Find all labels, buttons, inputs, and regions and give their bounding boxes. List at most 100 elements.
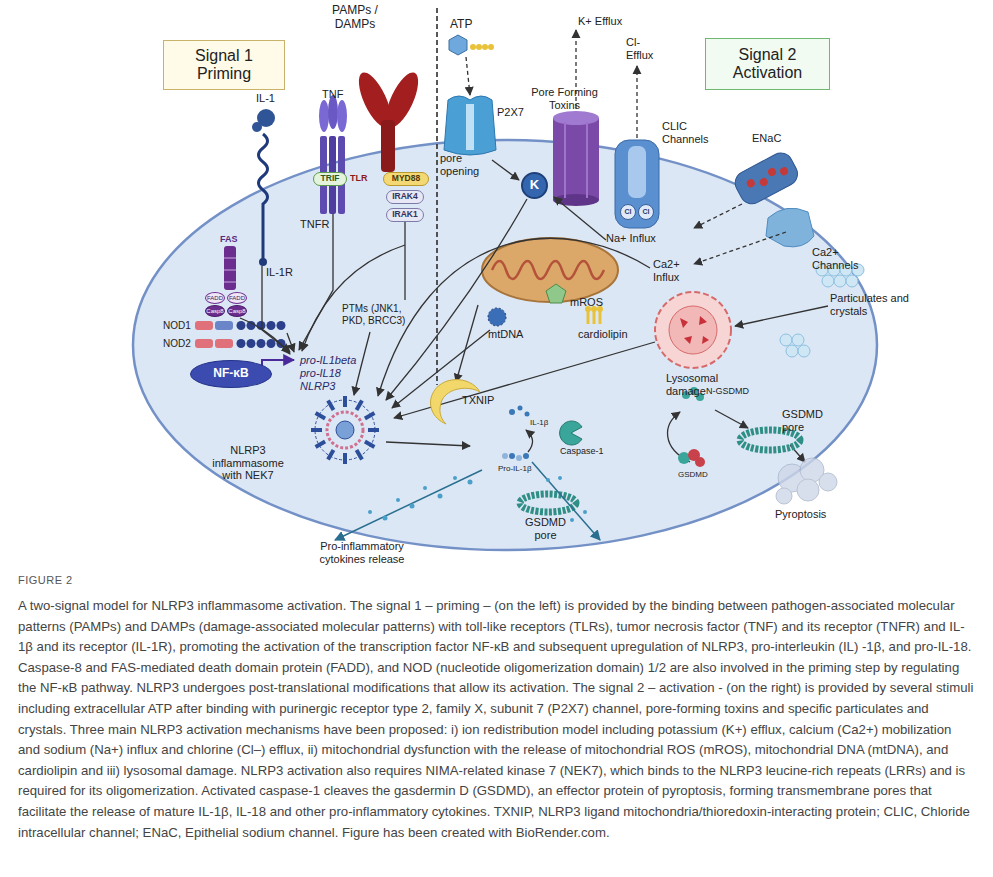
- il1b-molecules: [509, 409, 515, 415]
- fas-receptor: [224, 282, 236, 283]
- ion-flux-label: Na+ Influx: [606, 232, 656, 245]
- nod-receptors: [247, 339, 256, 348]
- pore-label: GSDMD pore: [523, 516, 568, 541]
- signal-box: Signal 1 Priming: [163, 40, 285, 90]
- ligand-label: IL-1: [256, 92, 275, 105]
- node-text: Signal 2 Activation: [718, 46, 817, 81]
- particulates-crystals: [798, 345, 810, 357]
- atp-molecule: [482, 44, 488, 50]
- node-text: Cl: [643, 208, 650, 216]
- node-text: NF-κB: [213, 367, 248, 380]
- pyroptotic-cell: [776, 458, 837, 504]
- receptor-label: FAS: [220, 234, 238, 244]
- receptor-label: NOD1: [163, 320, 191, 332]
- activation-arrows: [554, 197, 606, 240]
- cytokine-label: Pro-IL-1β: [498, 464, 532, 473]
- gsdmd-pore: [520, 430, 800, 512]
- particulates-crystals: [780, 334, 792, 346]
- tnf-receptor: [319, 100, 329, 132]
- lysosome: [655, 292, 731, 368]
- lysosome: [655, 292, 731, 368]
- p2x7-receptor: [444, 96, 496, 155]
- particulates-crystals: [792, 334, 804, 346]
- il1b-molecules: [502, 453, 508, 459]
- mito-label: mtDNA: [488, 328, 523, 341]
- process-label: pore opening: [440, 152, 485, 177]
- nlrp3-inflammasome: [336, 421, 354, 439]
- cytokine-release: [423, 486, 427, 490]
- priming-arrows: [404, 222, 405, 300]
- node-text: IRAK4: [392, 192, 418, 201]
- node-text: TRIF: [321, 174, 340, 183]
- caspase-1-enzyme: [560, 421, 582, 445]
- adaptor-oval: FADD: [227, 292, 247, 304]
- gene-label: NLRP3: [300, 380, 335, 393]
- ligand-label: TNF: [322, 88, 343, 101]
- divider-line: [436, 8, 438, 385]
- activation-arrows: [636, 66, 637, 138]
- nlrp3-inflammasome: [326, 400, 335, 412]
- atp-molecule: [488, 44, 494, 50]
- ion-flux-label: K+ Efflux: [578, 15, 622, 28]
- cytokine-release: [383, 516, 388, 521]
- enac-channel: [758, 177, 769, 188]
- fas-receptor: [224, 258, 236, 259]
- pore-forming-toxin: [553, 111, 599, 206]
- activation-arrows: [456, 305, 478, 382]
- cytokine-release: [468, 480, 473, 485]
- mitochondrion: [482, 238, 618, 326]
- activation-arrows: [378, 30, 828, 462]
- clic-channel: [628, 146, 646, 198]
- nlrp3-inflammasome: [326, 449, 335, 461]
- nlrp3-inflammasome: [311, 428, 322, 432]
- nlrp3-inflammasome: [355, 449, 364, 461]
- ion-circle: K: [521, 172, 548, 199]
- transcription-factor: NF-κB: [190, 360, 272, 388]
- receptor-label: NOD2: [163, 338, 191, 350]
- cytokine-release: [335, 462, 600, 540]
- receptor-label: TLR: [350, 173, 368, 183]
- node-text: FADD: [229, 295, 245, 302]
- nod-receptors: [237, 339, 246, 348]
- cytokine-release: [570, 518, 574, 522]
- nlrp3-inflammasome: [315, 400, 375, 460]
- mitochondrion: [588, 310, 600, 324]
- atp-molecule: [476, 44, 482, 50]
- il1b-molecules: [525, 412, 530, 417]
- atp-molecule: [449, 35, 494, 55]
- fas-receptor: [224, 246, 236, 290]
- channel-label: ENaC: [752, 132, 781, 145]
- figure-caption: A two-signal model for NLRP3 inflammasom…: [18, 596, 976, 843]
- nod-receptors: [195, 321, 286, 348]
- il1-receptor: [252, 109, 275, 266]
- nlrp3-inflammasome: [311, 396, 379, 464]
- protein-label: GSDMD: [678, 470, 708, 479]
- caspase-oval: Casp8: [227, 305, 247, 317]
- ion-circle: Cl: [620, 204, 636, 220]
- mitochondrion: [546, 284, 566, 303]
- tlr-receptor: [352, 68, 424, 172]
- channel-label: CLIC Channels: [662, 120, 717, 145]
- tnf-receptor: [328, 95, 338, 129]
- enac-channel: [731, 149, 802, 208]
- atp-molecule: [449, 35, 467, 55]
- gene-label: pro-IL1beta: [300, 354, 356, 367]
- cell-membrane: [133, 140, 877, 550]
- pyroptotic-cell: [776, 488, 792, 504]
- particulates-crystals: [786, 345, 798, 357]
- cytokine-label: IL-1β: [530, 418, 548, 427]
- mitochondrion: [482, 238, 618, 302]
- fas-receptor: [224, 270, 236, 271]
- activation-arrows: [694, 232, 786, 264]
- nod-receptors: [195, 339, 213, 348]
- receptor-label: P2X7: [497, 106, 524, 119]
- activation-arrows: [492, 160, 519, 180]
- pore-label: GSDMD pore: [782, 408, 827, 433]
- nlrp3-inflammasome: [343, 453, 347, 464]
- cytokine-release: [335, 470, 482, 540]
- pyroptotic-cell: [797, 479, 819, 501]
- nod-receptors: [195, 321, 213, 330]
- cytokine-release: [546, 478, 550, 482]
- gsdmd-protein: [695, 457, 705, 467]
- tnf-receptor: [318, 95, 347, 214]
